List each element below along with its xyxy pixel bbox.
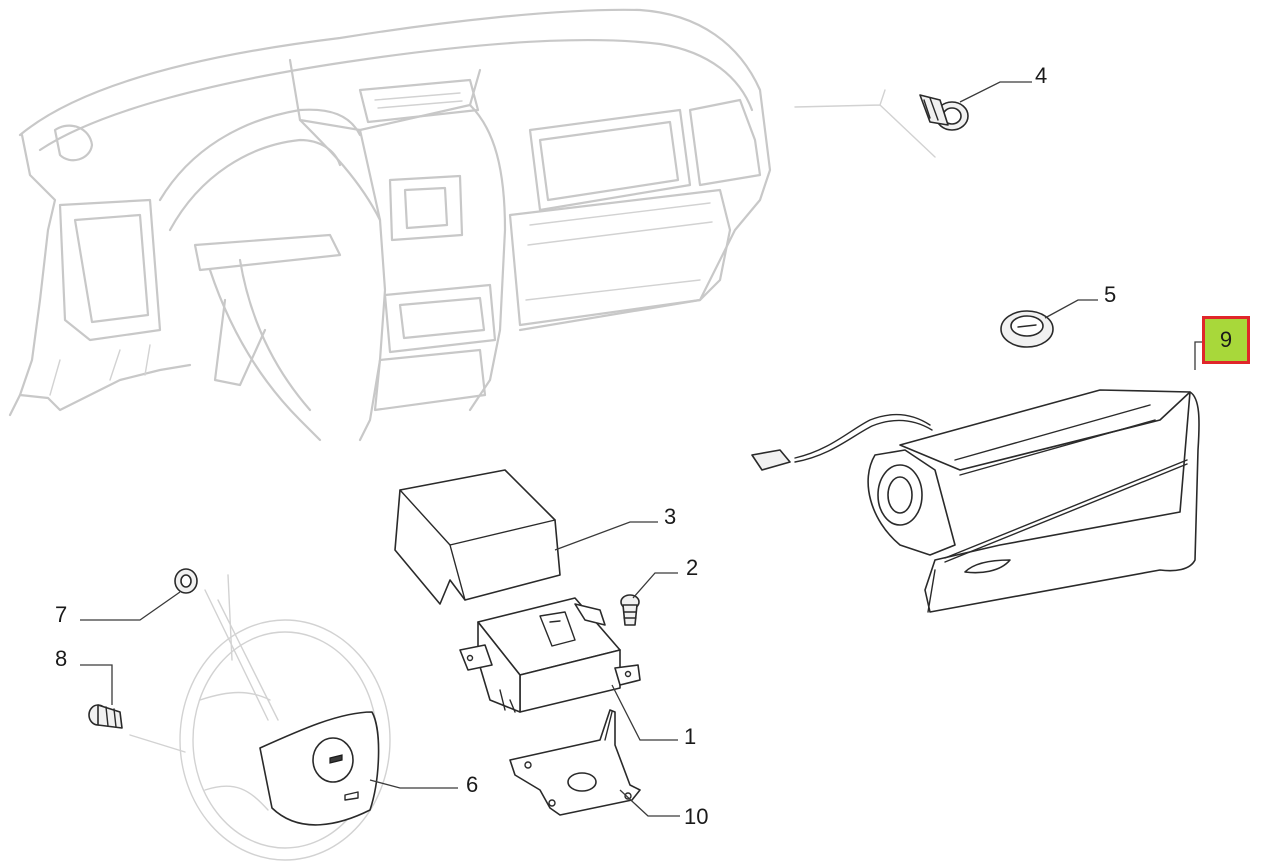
part-1-control-unit bbox=[459, 597, 641, 713]
dashboard-outline bbox=[8, 8, 772, 442]
part-7-nut bbox=[174, 568, 198, 594]
part-5-cap bbox=[1000, 310, 1054, 348]
callout-4: 4 bbox=[1035, 63, 1047, 88]
part-6-driver-airbag bbox=[259, 711, 380, 826]
callout-10: 10 bbox=[684, 804, 708, 829]
callout-1: 1 bbox=[684, 724, 696, 749]
callout-numbers: 4 5 3 2 1 10 6 7 8 bbox=[55, 63, 1116, 829]
callout-3: 3 bbox=[664, 504, 676, 529]
callout-9: 9 bbox=[1219, 327, 1233, 352]
leader-lines bbox=[80, 81, 1202, 817]
callout-6: 6 bbox=[466, 772, 478, 797]
part-4-clip bbox=[794, 89, 969, 158]
callout-7: 7 bbox=[55, 602, 67, 627]
part-8-screw bbox=[88, 704, 123, 729]
part-3-cover bbox=[394, 469, 561, 605]
callout-8: 8 bbox=[55, 646, 67, 671]
callout-5: 5 bbox=[1104, 282, 1116, 307]
part-9-passenger-airbag bbox=[751, 389, 1200, 613]
part-10-mounting-plate bbox=[509, 709, 641, 816]
callout-9-highlight: 9 bbox=[1202, 316, 1250, 364]
part-2-bolt bbox=[620, 594, 640, 626]
callout-2: 2 bbox=[686, 555, 698, 580]
